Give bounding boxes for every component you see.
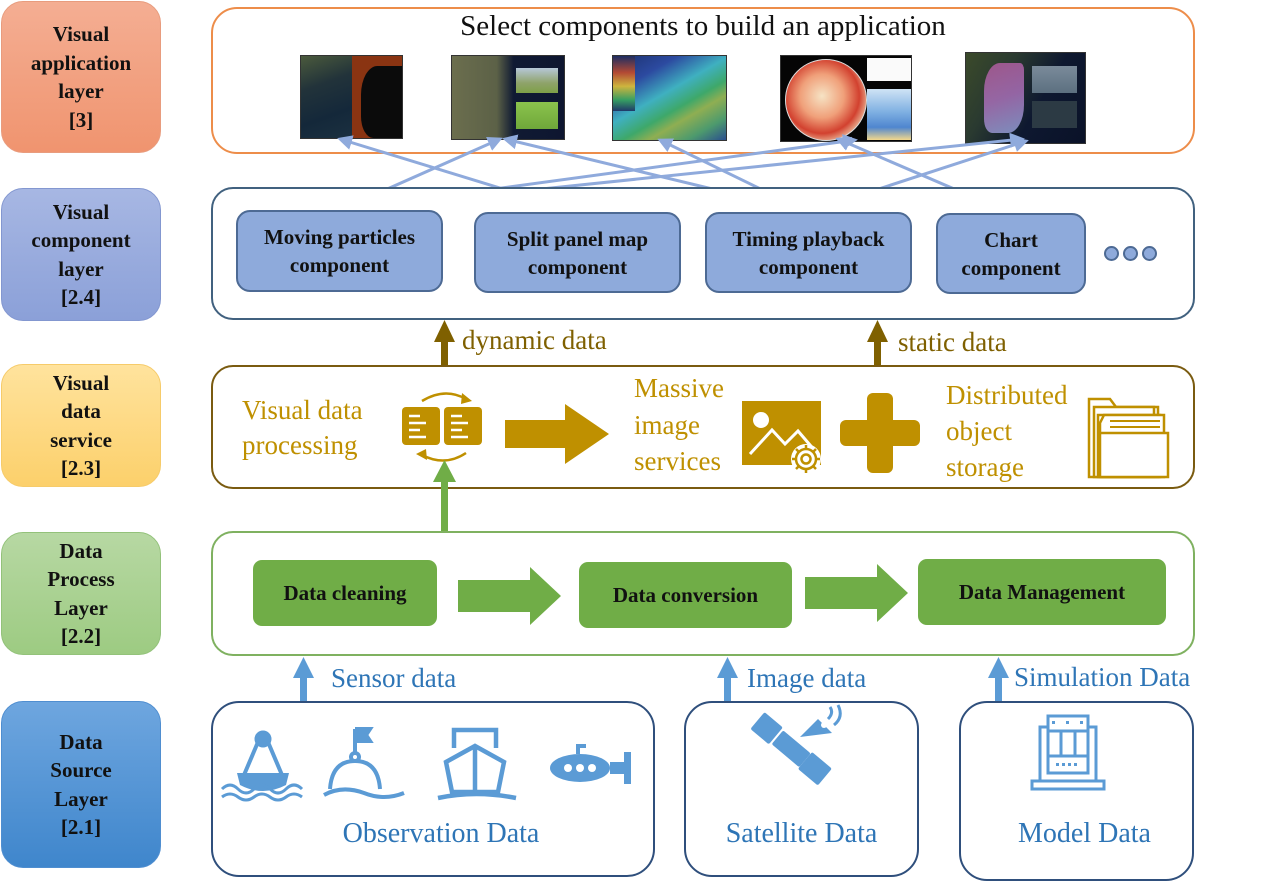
model-data-label: Model Data xyxy=(1018,818,1151,849)
buoy-icon xyxy=(220,730,304,802)
submarine-icon xyxy=(550,744,631,784)
flag-buoy-icon xyxy=(323,727,405,799)
more-components-icon[interactable] xyxy=(1104,246,1157,261)
thumbnail-coastline-insets[interactable] xyxy=(965,52,1086,144)
simulation-data-label: Simulation Data xyxy=(1014,662,1191,692)
service-flow-arrow xyxy=(505,404,609,464)
data-conversion-step[interactable]: Data conversion xyxy=(579,562,792,628)
thumbnail-globe-heatmap[interactable] xyxy=(780,55,912,142)
thumbnail-split-map[interactable] xyxy=(300,55,403,139)
sensor-data-arrow xyxy=(293,657,314,703)
process-arrow-2 xyxy=(805,564,908,622)
sensor-data-label: Sensor data xyxy=(331,663,457,693)
service-layer-panel xyxy=(211,365,1195,489)
simulation-data-arrow xyxy=(988,657,1009,702)
static-data-label: static data xyxy=(898,327,1007,357)
dot xyxy=(1104,246,1119,261)
image-gear-icon xyxy=(742,401,821,474)
data-management-step[interactable]: Data Management xyxy=(918,559,1166,625)
application-title: Select components to build an applicatio… xyxy=(460,10,946,42)
thumbnail-seafloor[interactable] xyxy=(612,55,727,141)
data-cleaning-step[interactable]: Data cleaning xyxy=(253,560,437,626)
dynamic-data-label: dynamic data xyxy=(462,325,607,355)
process-to-service-arrow xyxy=(433,460,456,536)
image-data-arrow xyxy=(717,657,738,702)
dot xyxy=(1142,246,1157,261)
process-arrow-1 xyxy=(458,567,561,625)
satellite-data-panel xyxy=(684,701,919,877)
dot xyxy=(1123,246,1138,261)
ship-icon xyxy=(437,727,517,801)
satellite-data-label: Satellite Data xyxy=(725,818,878,849)
satellite-icon xyxy=(751,704,842,785)
observation-data-label: Observation Data xyxy=(342,818,540,849)
thumbnail-coastal-insets[interactable] xyxy=(451,55,565,140)
image-data-label: Image data xyxy=(747,663,867,693)
server-laptop-icon xyxy=(1030,714,1106,791)
folder-stack-icon xyxy=(1087,397,1170,479)
plus-icon xyxy=(840,393,920,473)
